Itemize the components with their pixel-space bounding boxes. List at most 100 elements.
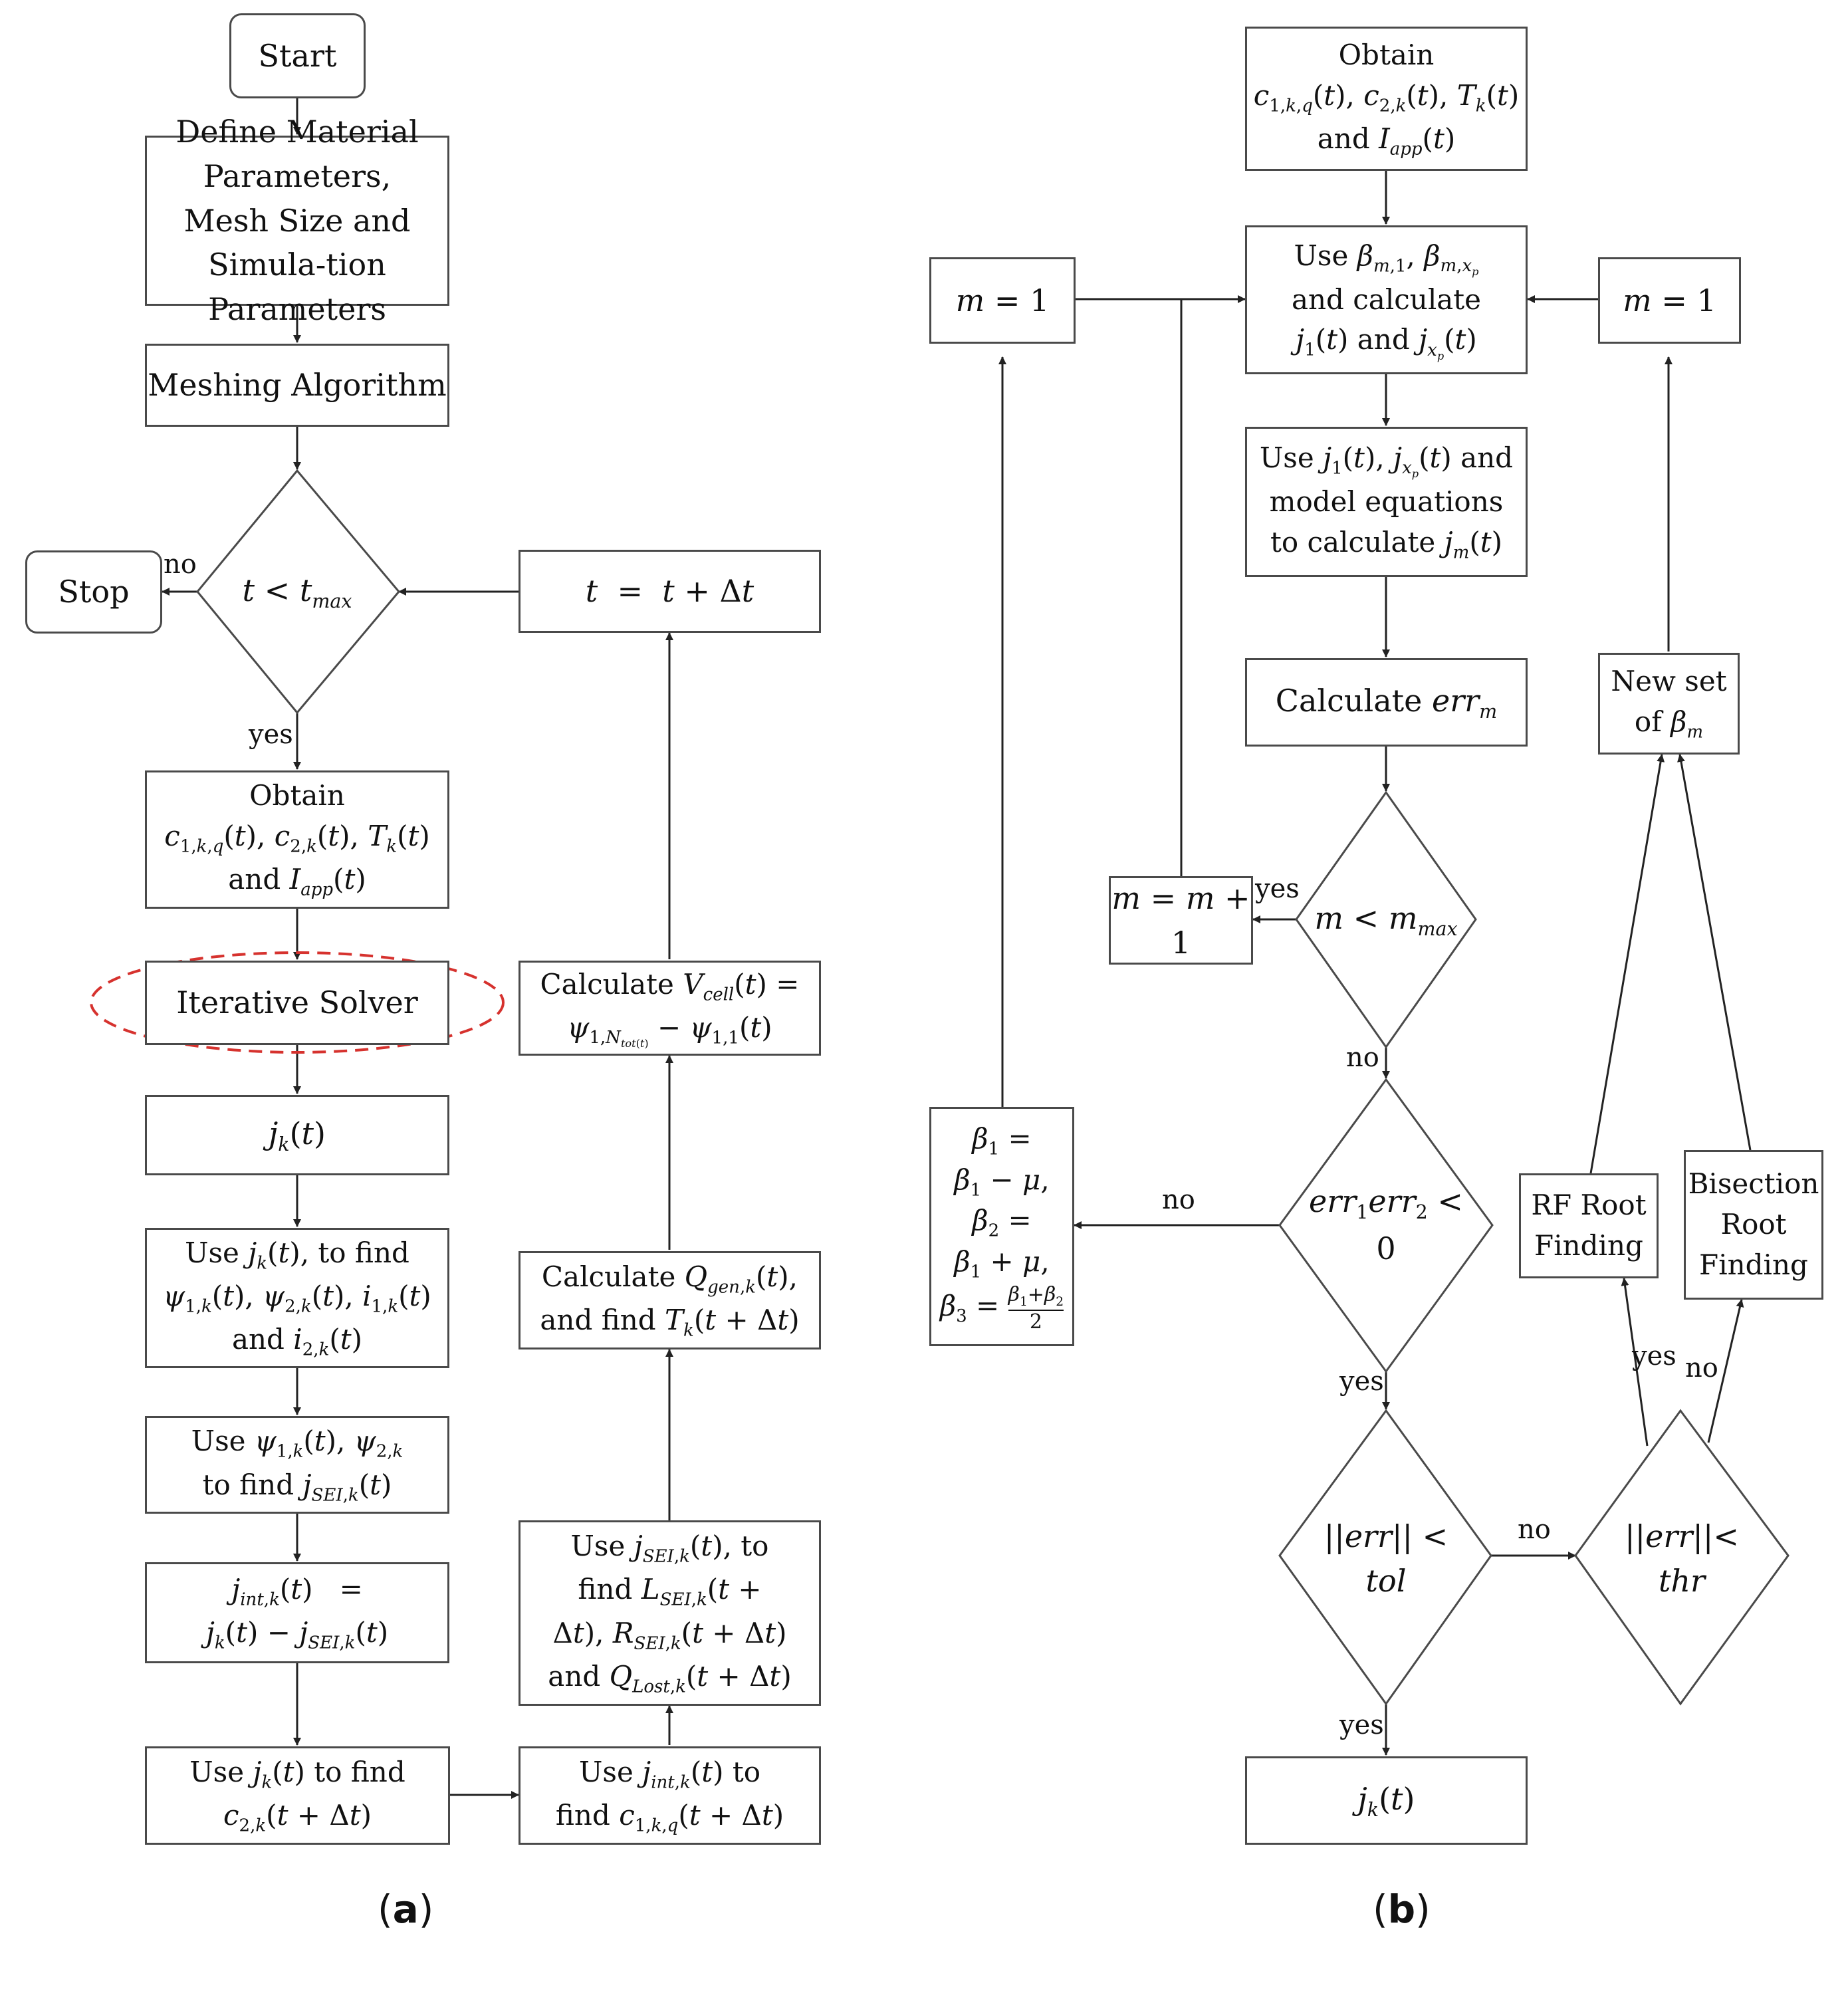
rf-line-2: Finding bbox=[1534, 1229, 1643, 1262]
label-b-yes-conderr: yes bbox=[1339, 1366, 1384, 1397]
obtain-a-line-2: c1,k,q(t), c2,k(t), Tk(t) bbox=[164, 820, 430, 857]
use-psi-line-2: to find jSEI,k(t) bbox=[202, 1468, 392, 1505]
decision-m-lt-mmax bbox=[1295, 790, 1477, 1049]
calc-v-line-1: Calculate Vcell(t) = bbox=[540, 967, 800, 1005]
calc-v-box: Calculate Vcell(t) = ψ1,Ntot(t) − ψ1,1(t… bbox=[519, 961, 821, 1056]
start-label: Start bbox=[258, 37, 337, 74]
use-jint-text: Use jint,k(t) to find c1,k,q(t + Δt) bbox=[556, 1752, 784, 1839]
decision-t-lt-tmax bbox=[196, 469, 400, 715]
panel-b-label: (b) bbox=[1373, 1887, 1431, 1932]
use-jk-c2-line-2: c2,k(t + Δt) bbox=[223, 1799, 372, 1836]
bisection-line-2: Root bbox=[1720, 1208, 1787, 1241]
rf-root-text: RF Root Finding bbox=[1531, 1185, 1646, 1266]
cond-m-label: m < mmax bbox=[1314, 899, 1458, 940]
calc-q-box: Calculate Qgen,k(t), and find Tk(t + Δt) bbox=[519, 1251, 821, 1349]
cond-thr-label: ||err||< thr bbox=[1625, 1514, 1739, 1603]
iterative-solver-text: Iterative Solver bbox=[176, 985, 418, 1021]
use-jk-c2-text: Use jk(t) to find c2,k(t + Δt) bbox=[189, 1752, 405, 1839]
panel-b-close: ) bbox=[1415, 1887, 1431, 1932]
use-jsei-text: Use jSEI,k(t), to find LSEI,k(t + Δt), R… bbox=[548, 1526, 791, 1700]
use-jk-line-3: and i2,k(t) bbox=[231, 1323, 363, 1360]
use-jint-line-1: Use jint,k(t) to bbox=[579, 1755, 760, 1793]
use-jsei-line-2: find LSEI,k(t + bbox=[578, 1573, 762, 1610]
use-jint-line-2: find c1,k,q(t + Δt) bbox=[555, 1799, 784, 1836]
iterative-solver-box: Iterative Solver bbox=[145, 961, 449, 1045]
calc-err-text: Calculate errm bbox=[1275, 683, 1498, 723]
label-b-no-condtol: no bbox=[1518, 1514, 1551, 1545]
new-set-box: New set of βm bbox=[1598, 653, 1740, 755]
jk-b-text: jk(t) bbox=[1357, 1781, 1415, 1821]
m-equals-one-left: m = 1 bbox=[929, 257, 1076, 344]
stop-label: Stop bbox=[58, 574, 130, 610]
label-b-yes-minc: yes bbox=[1255, 874, 1300, 904]
use-psi-box: Use ψ1,k(t), ψ2,k to find jSEI,k(t) bbox=[145, 1416, 449, 1514]
edge-b-condthr-rf bbox=[1621, 1278, 1649, 1447]
decision-err-lt-tol bbox=[1278, 1409, 1492, 1706]
label-b-no-conderr: no bbox=[1162, 1185, 1195, 1215]
jk-box-a: jk(t) bbox=[145, 1095, 449, 1175]
cond-err-text: err1err2 < 0 bbox=[1296, 1179, 1476, 1272]
panel-a-letter: a bbox=[392, 1887, 419, 1932]
cond-thr-text: ||err||< thr bbox=[1602, 1516, 1762, 1602]
bisection-line-1: Bisection bbox=[1688, 1167, 1819, 1201]
start-node: Start bbox=[229, 13, 366, 98]
calc-v-text: Calculate Vcell(t) = ψ1,Ntot(t) − ψ1,1(t… bbox=[540, 965, 800, 1052]
jk-box-b: jk(t) bbox=[1245, 1756, 1528, 1845]
use-beta-line-3: j1(t) and jxp(t) bbox=[1296, 323, 1477, 363]
cond-t-text: t < tmax bbox=[213, 565, 382, 618]
use-jsei-line-3: Δt), RSEI,k(t + Δt) bbox=[552, 1616, 787, 1653]
use-beta-box: Use βm,1, βm,xp and calculate j1(t) and … bbox=[1245, 225, 1528, 374]
obtain-b-line-2: c1,k,q(t), c2,k(t), Tk(t) bbox=[1253, 78, 1520, 116]
meshing-algorithm-box: Meshing Algorithm bbox=[145, 344, 449, 427]
cond-thr-line-2: thr bbox=[1658, 1563, 1706, 1599]
label-no-stop: no bbox=[164, 549, 197, 580]
panel-b-letter: b bbox=[1387, 1887, 1416, 1932]
jint-line-1: jint,k(t) = bbox=[231, 1572, 363, 1610]
obtain-b-line-1: Obtain bbox=[1338, 38, 1435, 71]
update-time-box: t = t + Δt bbox=[519, 550, 821, 633]
use-jsei-line-1: Use jSEI,k(t), to bbox=[570, 1530, 769, 1567]
bisection-root-box: Bisection Root Finding bbox=[1684, 1150, 1823, 1300]
cond-tol-line-1: ||err|| < bbox=[1324, 1518, 1448, 1555]
cond-m-text: m < mmax bbox=[1313, 893, 1459, 946]
rf-root-box: RF Root Finding bbox=[1519, 1173, 1659, 1278]
m-increment-box: m = m + 1 bbox=[1109, 876, 1253, 965]
calc-v-line-2: ψ1,Ntot(t) − ψ1,1(t) bbox=[567, 1011, 772, 1050]
use-beta-line-1: Use βm,1, βm,xp bbox=[1294, 239, 1479, 279]
obtain-a-text: Obtain c1,k,q(t), c2,k(t), Tk(t) and Iap… bbox=[164, 776, 429, 903]
label-b-no-condm: no bbox=[1346, 1042, 1379, 1073]
use-psi-line-1: Use ψ1,k(t), ψ2,k bbox=[191, 1425, 404, 1462]
new-set-line-1: New set bbox=[1611, 665, 1727, 698]
m-one-left-text: m = 1 bbox=[955, 282, 1050, 318]
edge-b-condthr-bisect bbox=[1707, 1299, 1744, 1443]
jint-box: jint,k(t) = jk(t) − jSEI,k(t) bbox=[145, 1562, 449, 1663]
stop-node: Stop bbox=[25, 550, 162, 634]
label-yes-continue: yes bbox=[249, 719, 293, 750]
label-b-yes-rf: yes bbox=[1632, 1341, 1676, 1371]
use-jsei-line-4: and QLost,k(t + Δt) bbox=[548, 1659, 792, 1697]
m-equals-one-right: m = 1 bbox=[1598, 257, 1741, 344]
new-set-text: New set of βm bbox=[1611, 661, 1726, 745]
bisection-root-text: Bisection Root Finding bbox=[1688, 1164, 1819, 1286]
update-time-text: t = t + Δt bbox=[585, 573, 754, 610]
beta-line-3: β2 = bbox=[972, 1204, 1032, 1241]
bisection-line-3: Finding bbox=[1699, 1248, 1808, 1281]
iterative-solver-highlight bbox=[90, 951, 505, 1054]
cond-err-line-2: 0 bbox=[1376, 1230, 1396, 1266]
obtain-box-a: Obtain c1,k,q(t), c2,k(t), Tk(t) and Iap… bbox=[145, 770, 449, 909]
m-increment-text: m = m + 1 bbox=[1111, 879, 1250, 961]
define-parameters-box: Define Material Parameters, Mesh Size an… bbox=[145, 114, 449, 327]
meshing-algorithm-text: Meshing Algorithm bbox=[148, 367, 447, 404]
use-psi-text: Use ψ1,k(t), ψ2,k to find jSEI,k(t) bbox=[191, 1421, 404, 1508]
label-b-yes-condtol: yes bbox=[1339, 1710, 1384, 1740]
use-jk-c2-line-1: Use jk(t) to find bbox=[189, 1755, 405, 1793]
calc-q-line-1: Calculate Qgen,k(t), bbox=[541, 1260, 798, 1298]
decision-err-lt-thr bbox=[1574, 1409, 1790, 1706]
obtain-a-line-3: and Iapp(t) bbox=[228, 863, 366, 900]
panel-a-label: (a) bbox=[378, 1887, 433, 1932]
jint-line-2: jk(t) − jSEI,k(t) bbox=[205, 1616, 389, 1653]
cond-tol-line-2: tol bbox=[1365, 1563, 1407, 1599]
use-j1-text: Use j1(t), jxp(t) and model equations to… bbox=[1260, 438, 1513, 566]
